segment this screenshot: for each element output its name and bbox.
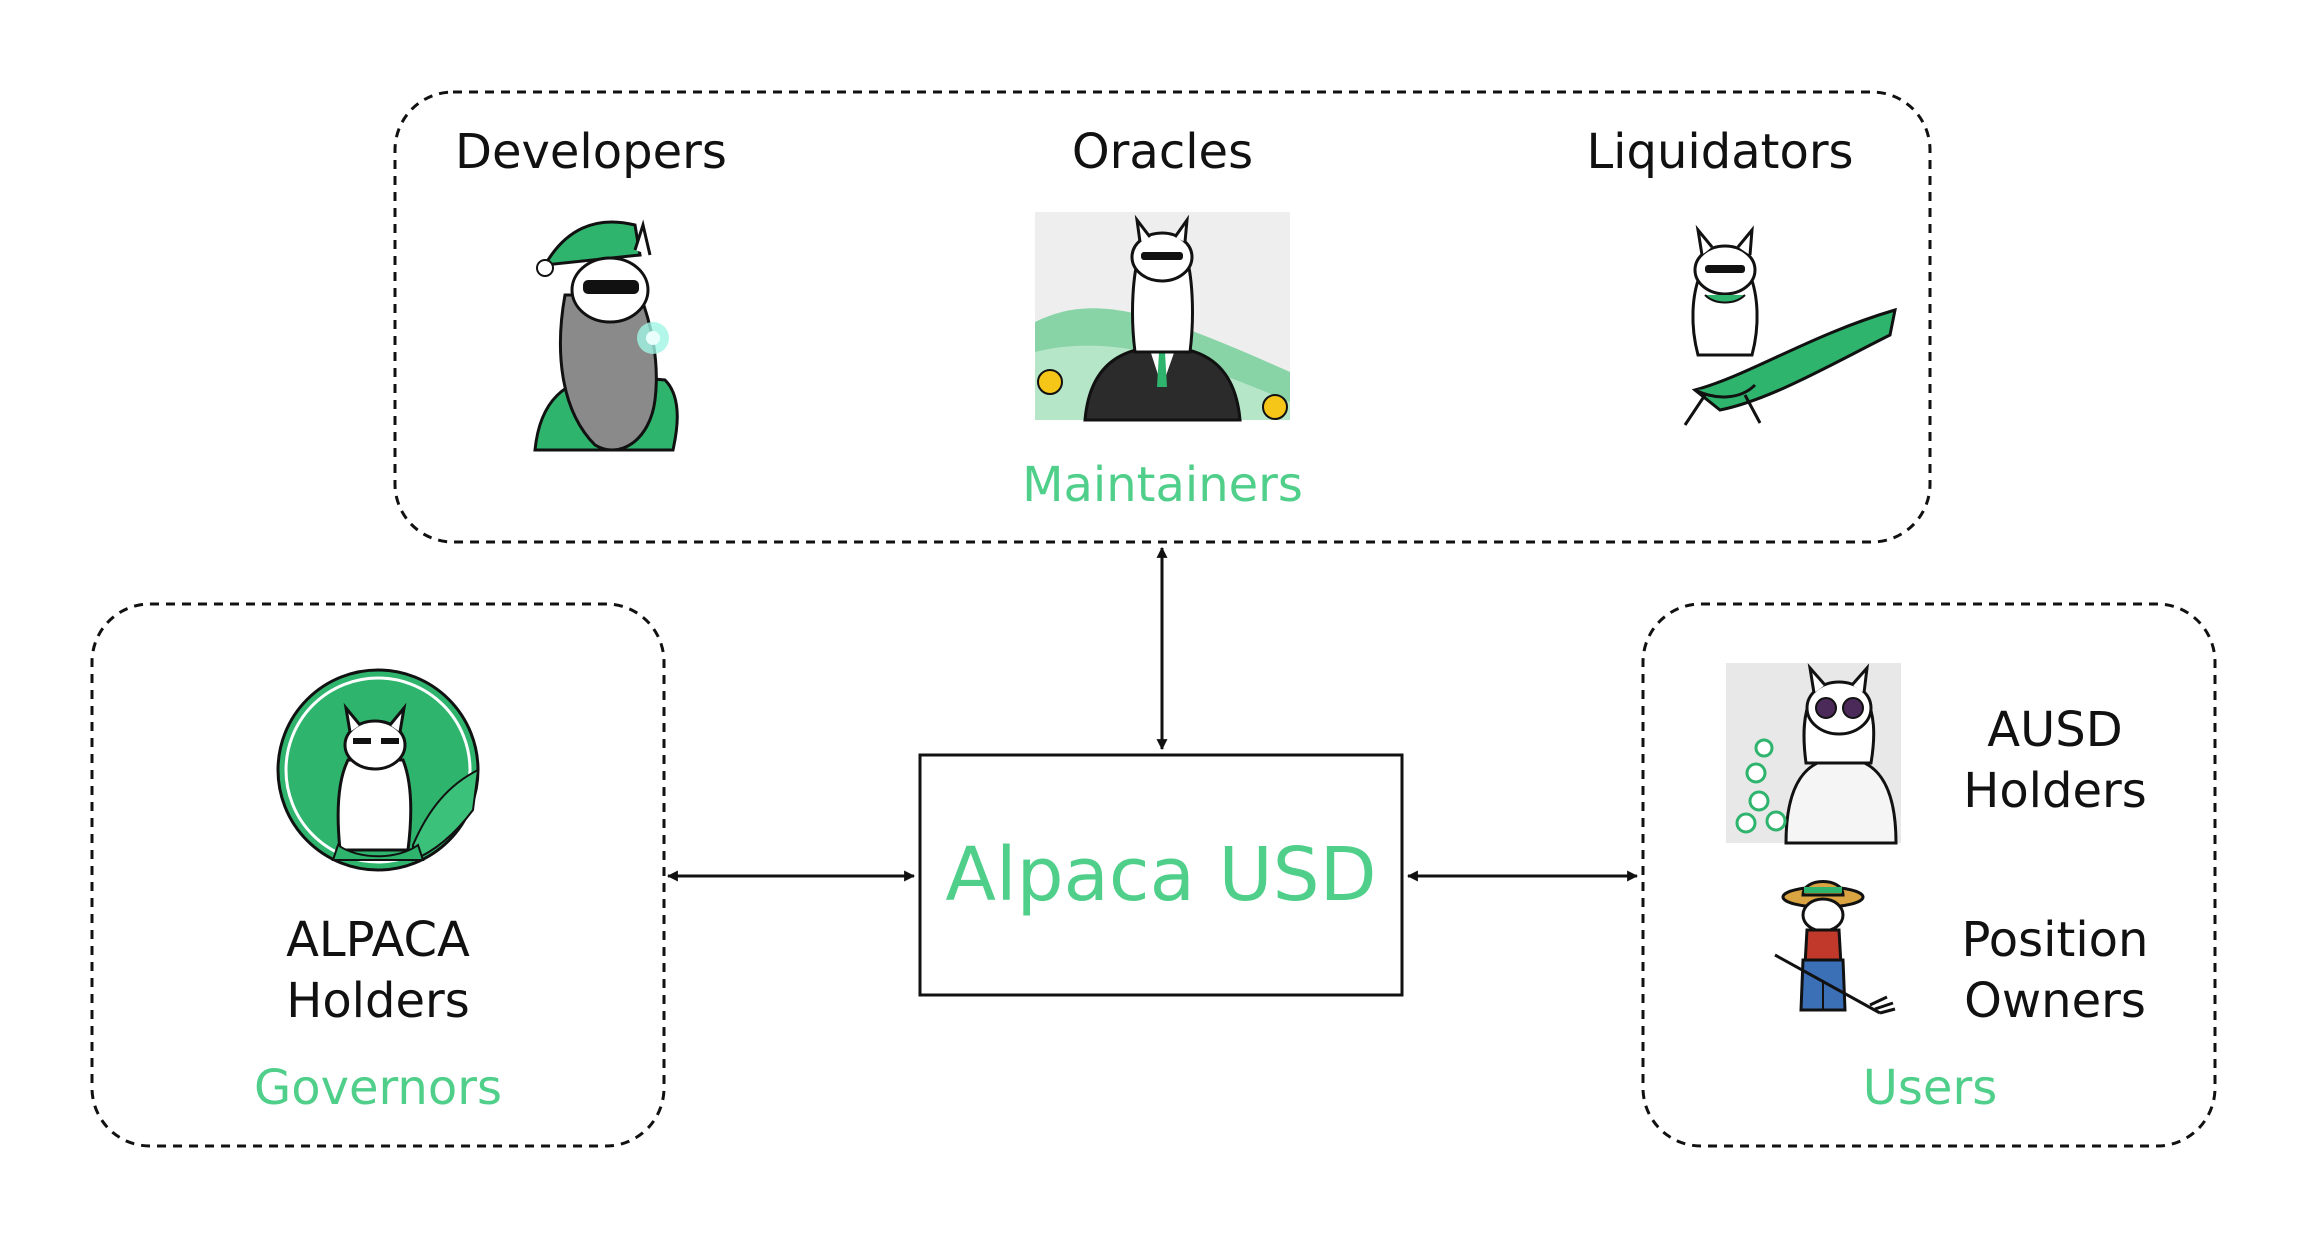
wizard-alpaca-icon: [533, 219, 679, 452]
ausd-holders-label: AUSD Holders: [1940, 700, 2170, 823]
alpaca-usd-box: [918, 753, 1404, 997]
position-owners-label: Position Owners: [1940, 910, 2170, 1033]
ausd-holders-line1: AUSD: [1987, 702, 2123, 758]
liquidators-label: Liquidators: [1586, 124, 1854, 180]
ausd-holders-line2: Holders: [1963, 763, 2147, 820]
governors-group-box: [90, 602, 666, 1148]
position-owners-line1: Position: [1961, 912, 2149, 968]
suited-alpaca-icon: [1035, 212, 1290, 422]
position-owners-line2: Owners: [1964, 973, 2146, 1030]
governors-group-label: Governors: [254, 1060, 502, 1116]
maintainers-group-label: Maintainers: [1022, 457, 1303, 513]
alpaca-avatar-icon: [276, 668, 480, 872]
alpaca-usd-title: Alpaca USD: [945, 832, 1377, 918]
users-group-box: [1641, 602, 2217, 1148]
alpaca-holders-line1: ALPACA: [286, 912, 470, 968]
oracles-label: Oracles: [1071, 124, 1254, 180]
maintainers-group-box: [393, 90, 1932, 544]
developers-label: Developers: [455, 124, 727, 180]
sunglasses-alpaca-icon: [1726, 663, 1901, 845]
alpaca-holders-label: ALPACA Holders: [248, 910, 508, 1033]
alpaca-holders-line2: Holders: [286, 973, 470, 1030]
farmer-alpaca-icon: [1774, 880, 1896, 1015]
caped-alpaca-icon: [1683, 224, 1897, 426]
users-group-label: Users: [1862, 1060, 1998, 1116]
